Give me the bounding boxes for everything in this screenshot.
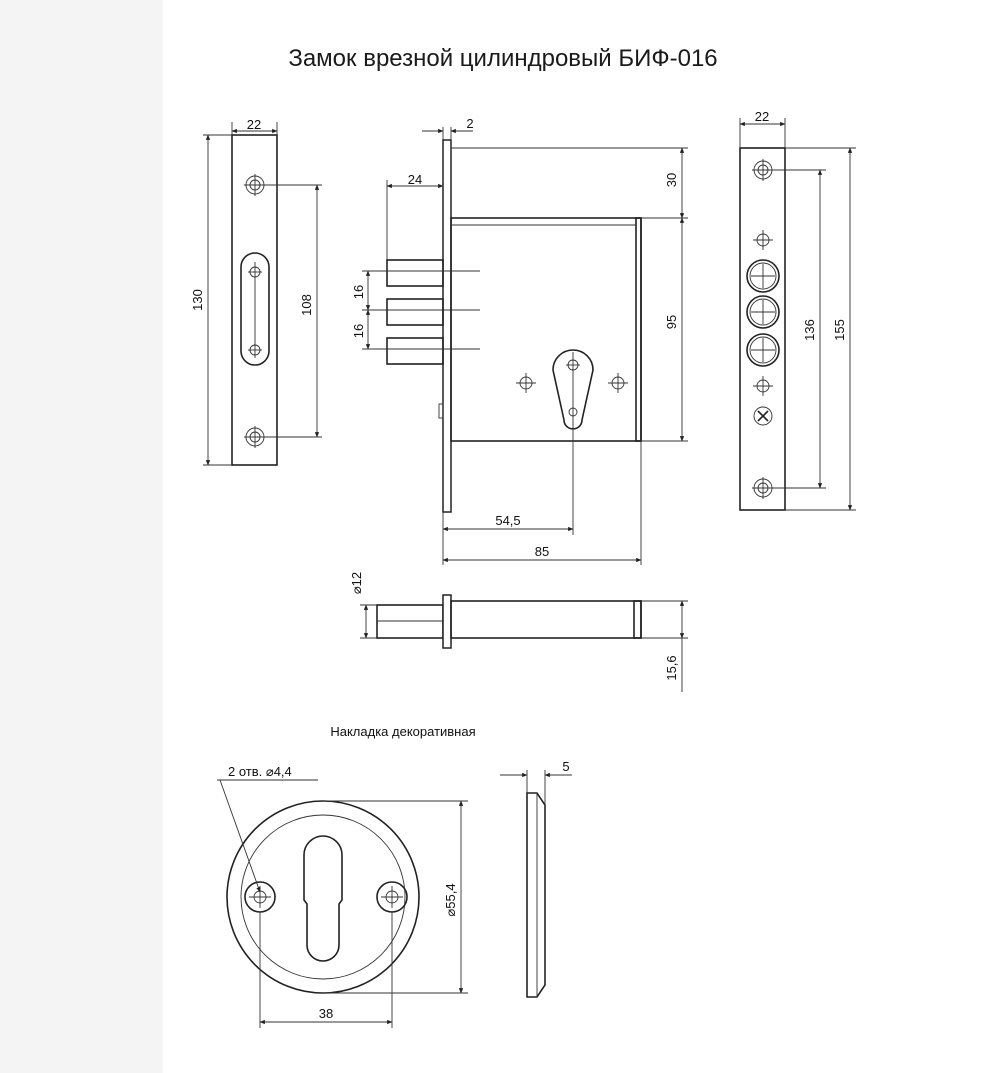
strike-top-screw-icon [244, 174, 266, 196]
body-screw-left-icon [516, 373, 536, 393]
dim-strike-height: 130 [190, 289, 205, 311]
strike-bottom-screw-icon [244, 426, 266, 448]
dim-bolt-diameter: ⌀12 [349, 572, 364, 594]
lock-top-view: ⌀12 15,6 [349, 572, 688, 692]
bolt-opening-3 [746, 333, 780, 367]
dim-strike-hole-spacing: 108 [299, 294, 314, 316]
dim-top-offset: 30 [664, 173, 679, 187]
rosette-side-view: 5 [500, 759, 572, 998]
faceplate-lower-small-screw-icon [753, 376, 773, 396]
faceplate-small-screw-icon [753, 230, 773, 250]
strike-plate-view: 22 130 108 [190, 117, 322, 466]
dim-body-depth: 85 [535, 544, 549, 559]
dim-bolt-spacing-1: 16 [351, 285, 366, 299]
faceplate-edge [442, 139, 452, 513]
faceplate-outline [739, 147, 786, 511]
strike-latch-slot [240, 252, 270, 366]
deadbolts [386, 259, 480, 365]
dim-faceplate-thickness: 2 [466, 116, 473, 131]
dim-rosette-diameter: ⌀55,4 [443, 883, 458, 916]
rosette-hole-right-icon [376, 881, 408, 913]
dim-rosette-hole-spacing: 38 [319, 1006, 333, 1021]
dim-bolt-spacing-2: 16 [351, 324, 366, 338]
faceplate-phillips-screw-icon [753, 406, 773, 426]
faceplate-top-screw-icon [752, 159, 774, 181]
dim-rosette-thickness: 5 [562, 759, 569, 774]
rosette-title: Накладка декоративная [330, 724, 475, 739]
rosette-keyhole [303, 835, 343, 962]
faceplate-front-view: 22 136 155 [739, 109, 856, 511]
dim-body-thickness: 15,6 [664, 655, 679, 680]
body-screw-right-icon [608, 373, 628, 393]
dim-body-height: 95 [664, 315, 679, 329]
cylinder-keyhole [552, 349, 594, 430]
left-margin-band [0, 0, 163, 1073]
dim-face-width: 22 [755, 109, 769, 124]
strike-plate-outline [231, 134, 278, 466]
rosette-hole-left-icon [244, 881, 276, 913]
bolt-opening-1 [746, 259, 780, 293]
dim-strike-width: 22 [247, 117, 261, 132]
drawing-title: Замок врезной цилиндровый БИФ-016 [288, 45, 717, 72]
dim-bolt-throw: 24 [408, 172, 422, 187]
dim-face-height: 155 [832, 319, 847, 341]
dim-face-screw-spacing: 136 [802, 319, 817, 341]
faceplate-bottom-screw-icon [752, 477, 774, 499]
bolt-opening-2 [746, 295, 780, 329]
dim-backset: 54,5 [495, 513, 520, 528]
rosette-holes-note: 2 отв. ⌀4,4 [228, 764, 292, 779]
lock-body-view: 2 24 16 16 30 95 [351, 116, 688, 565]
rosette-front-view: 2 отв. ⌀4,4 ⌀55,4 38 [217, 764, 468, 1028]
lock-case-outline [450, 217, 642, 442]
